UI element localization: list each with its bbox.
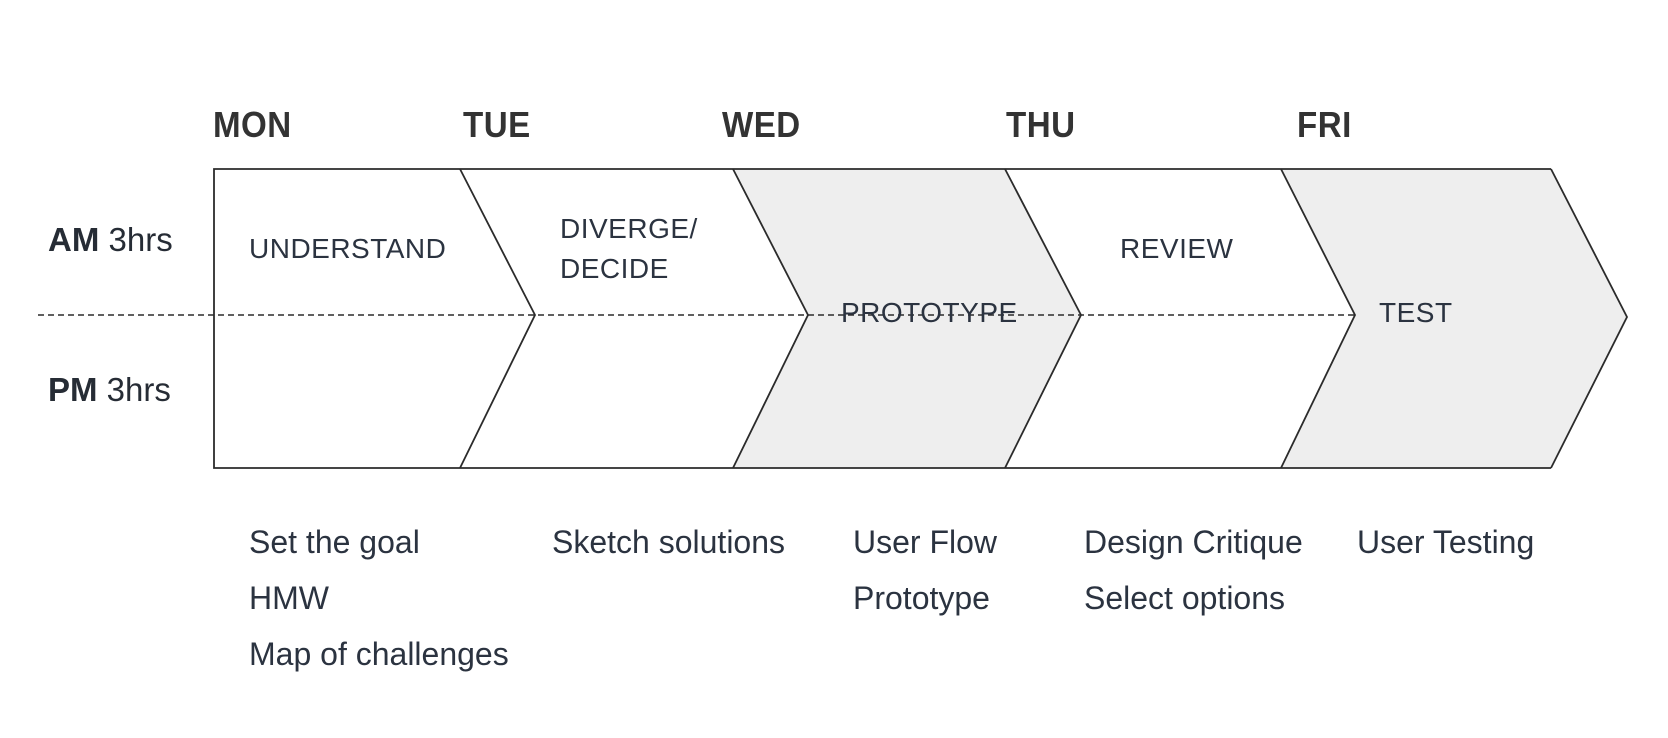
activity-item: Map of challenges: [249, 636, 509, 672]
phase-prototype-fill: [733, 169, 1081, 468]
phase-label-diverge: DIVERGE/: [560, 213, 698, 244]
row-label-pm-duration: 3hrs: [106, 371, 171, 408]
activity-list-mon: Set the goal HMW Map of challenges: [249, 514, 509, 682]
row-label-pm: PM 3hrs: [48, 371, 171, 409]
phase-test-fill: [1281, 169, 1627, 468]
row-label-pm-name: PM: [48, 371, 98, 408]
diagram-outline: [213, 168, 1551, 469]
activity-item: User Flow: [853, 524, 998, 560]
row-label-am-name: AM: [48, 221, 100, 258]
chevron-divider-4: [1280, 168, 1357, 469]
phase-label-decide: DECIDE: [560, 253, 669, 284]
activity-list-wed: User Flow Prototype: [853, 514, 997, 626]
activity-item: HMW: [249, 580, 329, 616]
phase-label-review: REVIEW: [1120, 233, 1234, 264]
activity-item: Sketch solutions: [552, 524, 786, 560]
activity-list-thu: Design Critique Select options: [1084, 514, 1303, 626]
activity-item: Prototype: [853, 580, 990, 616]
activity-item: User Testing: [1357, 524, 1535, 560]
day-header-fri: FRI: [1297, 104, 1352, 145]
chevron-divider-3: [1004, 168, 1083, 469]
activity-item: Select options: [1084, 580, 1286, 616]
activity-list-fri: User Testing: [1357, 514, 1534, 570]
day-header-tue: TUE: [463, 104, 531, 145]
activity-list-tue: Sketch solutions: [552, 514, 785, 570]
row-label-am-duration: 3hrs: [108, 221, 173, 258]
row-label-am: AM 3hrs: [48, 221, 173, 259]
phase-label-understand: UNDERSTAND: [249, 233, 447, 264]
day-header-wed: WED: [722, 104, 801, 145]
activity-item: Design Critique: [1084, 524, 1303, 560]
chevron-divider-2: [732, 168, 810, 469]
arrow-head: [1550, 168, 1629, 469]
day-header-mon: MON: [213, 104, 292, 145]
phase-label-test: TEST: [1379, 297, 1453, 328]
activity-item: Set the goal: [249, 524, 420, 560]
phase-label-prototype: PROTOTYPE: [841, 297, 1018, 328]
day-header-thu: THU: [1006, 104, 1076, 145]
chevron-divider-1: [459, 168, 537, 469]
